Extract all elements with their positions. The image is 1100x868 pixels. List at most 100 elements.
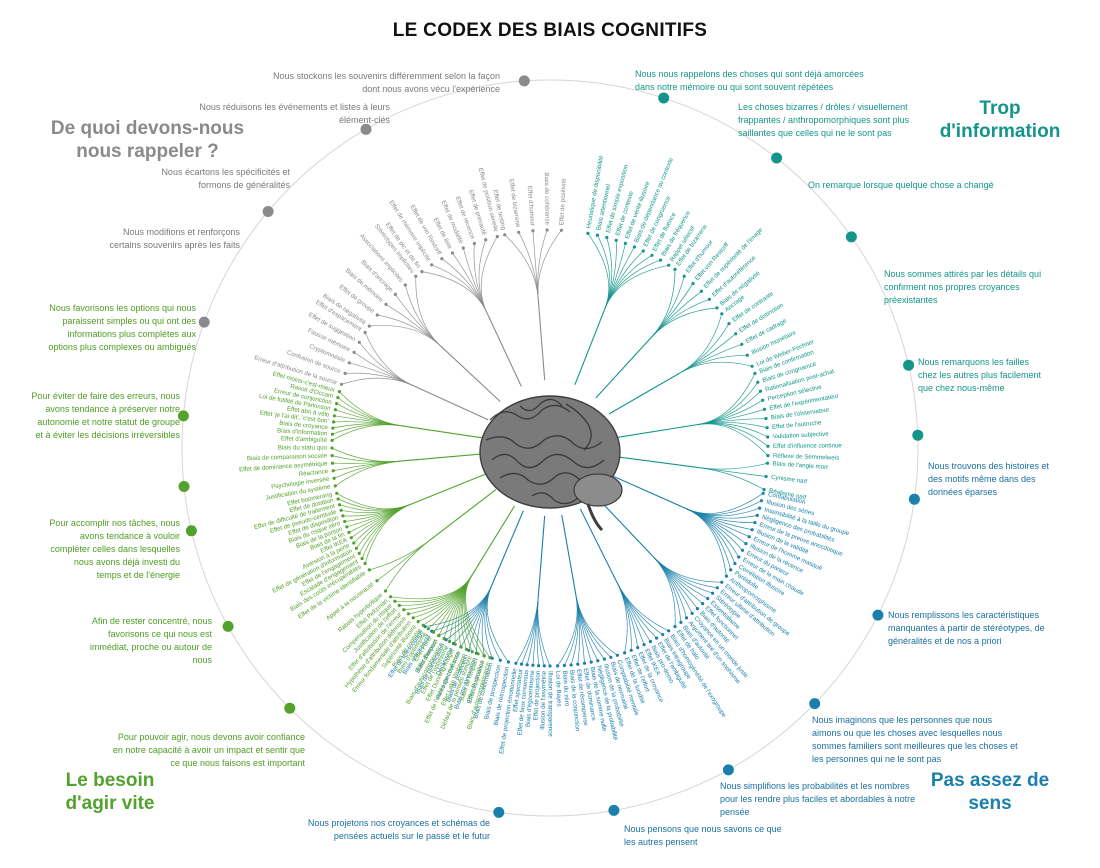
bias-node [602, 657, 607, 661]
branch-line [342, 503, 412, 517]
branch-line [336, 492, 412, 510]
bias-node [641, 249, 645, 253]
bias-node [431, 630, 436, 634]
bias-node [715, 586, 719, 590]
bias-node [331, 426, 335, 430]
brain-fold [519, 398, 563, 412]
branch-line [364, 503, 412, 564]
bias-node [347, 530, 351, 535]
bias-node [330, 454, 334, 458]
bias-node [542, 664, 546, 668]
bias-node [684, 616, 689, 620]
bias-node [448, 639, 452, 644]
branch-line [465, 575, 491, 658]
bias-node [442, 637, 446, 641]
bias-node [691, 281, 695, 286]
bias-node [699, 289, 704, 293]
branch-line [339, 391, 402, 427]
bias-node [667, 263, 671, 267]
bias-label: Effet de bizarrerie [507, 179, 521, 229]
category-label-i4: Nous sommes attirés par les détails qui … [884, 269, 1042, 305]
branch-line [480, 236, 498, 313]
bias-node [576, 662, 580, 666]
bias-label: Réactance [298, 468, 329, 478]
bias-node [636, 646, 640, 650]
bias-node [720, 312, 724, 316]
category-label-m1: Nous stockons les souvenirs différemment… [273, 71, 500, 94]
bias-label: Effet de projection [532, 670, 542, 721]
branch-trunk [608, 372, 681, 415]
bias-node [332, 414, 336, 418]
category-dot-n2 [872, 609, 884, 621]
bias-node [745, 353, 749, 357]
bias-label: Biais de l'angle mort [772, 460, 828, 471]
brain-stem [586, 503, 604, 532]
branch-line [331, 447, 401, 462]
bias-node [375, 313, 379, 317]
bias-node [764, 416, 768, 421]
bias-node [586, 231, 590, 235]
bias-node [744, 542, 748, 546]
branch-line [698, 462, 768, 470]
bias-node [623, 651, 627, 655]
branch-trunk [410, 472, 488, 505]
branch-line [597, 235, 611, 309]
bias-node [406, 612, 411, 616]
branch-line [344, 503, 412, 522]
branch-trunk [401, 425, 483, 439]
bias-node [556, 664, 560, 668]
bias-node [711, 591, 715, 595]
category-label-s2: Pour éviter de faire des erreurs, nous a… [31, 391, 180, 440]
bias-node [488, 656, 492, 660]
bias-node [393, 292, 397, 296]
branch-trunk [471, 505, 515, 577]
branch-line [653, 556, 718, 589]
branch-trunk [400, 453, 483, 462]
bias-node [464, 647, 469, 652]
bias-node [482, 654, 486, 658]
branch-line [686, 508, 727, 577]
branch-line [686, 500, 762, 515]
category-label-s1: Nous favorisons les options qui nous par… [48, 303, 196, 352]
bias-node [363, 561, 367, 566]
branch-line [424, 585, 492, 627]
branch-line [515, 597, 539, 664]
bias-node [667, 629, 671, 633]
bias-node [426, 627, 430, 631]
bias-node [343, 371, 347, 375]
branch-line [651, 276, 685, 338]
bias-node [562, 663, 567, 668]
bias-label: Effet de positivité [558, 178, 567, 226]
bias-node [453, 642, 457, 646]
bias-label: Biais de croyance [279, 420, 329, 431]
branch-line [604, 264, 669, 309]
branch-line [698, 390, 761, 425]
branch-line [369, 325, 441, 346]
bias-node [765, 461, 770, 465]
bias-node [589, 660, 593, 664]
category-label-i1: Nous nous rappelons des choses qui sont … [635, 69, 864, 92]
bias-node [341, 514, 345, 518]
branch-line [616, 582, 632, 651]
bias-node [397, 603, 401, 608]
bias-node [416, 620, 420, 624]
bias-node [339, 508, 343, 512]
category-dot-n5 [608, 804, 620, 816]
bias-node [403, 283, 407, 287]
branch-line [698, 382, 759, 425]
branch-line [441, 258, 487, 313]
bias-node [345, 525, 349, 529]
branch-trunk [617, 456, 699, 469]
bias-node [766, 454, 770, 458]
bias-node [332, 476, 336, 480]
category-label-i5: Nous remarquons les failles chez les aut… [918, 357, 1042, 393]
bias-node [367, 568, 371, 572]
bias-node [333, 408, 337, 412]
bias-node [537, 664, 541, 668]
bias-label: Effet d'influence continue [773, 442, 842, 450]
bias-node [650, 253, 654, 257]
category-dot-m3 [262, 206, 274, 217]
branch-line [698, 467, 765, 490]
